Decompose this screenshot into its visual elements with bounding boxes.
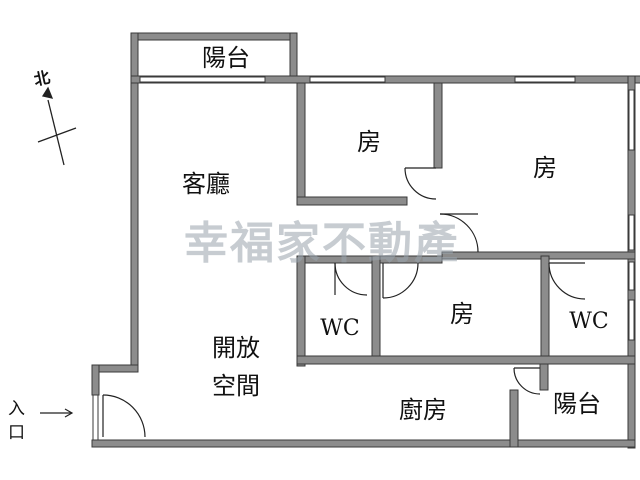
window <box>139 76 266 83</box>
compass-cross <box>37 127 77 143</box>
door <box>404 167 437 200</box>
doors <box>102 167 586 438</box>
window <box>514 76 576 83</box>
room-bedroom-2: 房 <box>533 154 557 182</box>
wall <box>296 255 306 367</box>
room-balcony-top: 陽台 <box>202 44 250 72</box>
door <box>334 262 368 296</box>
wall <box>91 439 636 448</box>
compass <box>37 86 77 166</box>
wall <box>371 255 381 359</box>
wall <box>130 32 298 41</box>
compass-label: 北 <box>32 68 52 90</box>
window <box>628 299 635 341</box>
door <box>102 394 146 438</box>
wall <box>296 82 306 206</box>
wall <box>509 389 519 448</box>
room-open-space-line-2: 空間 <box>212 372 260 400</box>
room-balcony-right: 陽台 <box>553 390 601 418</box>
room-wc-2: WC <box>569 309 608 334</box>
room-bedroom-1: 房 <box>357 128 381 156</box>
watermark: 幸福家不動產 <box>184 218 460 269</box>
entrance-label-2: 口 <box>8 423 25 443</box>
wall <box>539 363 549 391</box>
door <box>513 367 541 395</box>
window <box>309 76 386 83</box>
door <box>382 262 419 299</box>
window <box>92 394 99 441</box>
wall <box>296 196 408 206</box>
room-living: 客廳 <box>182 170 230 198</box>
window <box>628 89 635 151</box>
compass-arrow-icon <box>41 86 54 99</box>
compass-needle <box>47 99 65 166</box>
wall <box>91 364 100 396</box>
room-wc-1: WC <box>320 316 359 341</box>
wall <box>441 251 636 260</box>
wall <box>296 355 636 365</box>
room-bedroom-3: 房 <box>450 300 474 328</box>
entrance-arrow-icon <box>40 408 74 418</box>
wall <box>433 82 443 169</box>
room-open-space-line-1: 開放 <box>212 334 260 362</box>
windows <box>92 76 635 441</box>
window <box>628 214 635 251</box>
door <box>548 262 586 300</box>
window <box>628 261 635 291</box>
entrance-label-1: 入 <box>8 399 25 419</box>
wall <box>540 255 550 359</box>
door <box>439 213 479 253</box>
room-kitchen: 廚房 <box>399 396 447 424</box>
